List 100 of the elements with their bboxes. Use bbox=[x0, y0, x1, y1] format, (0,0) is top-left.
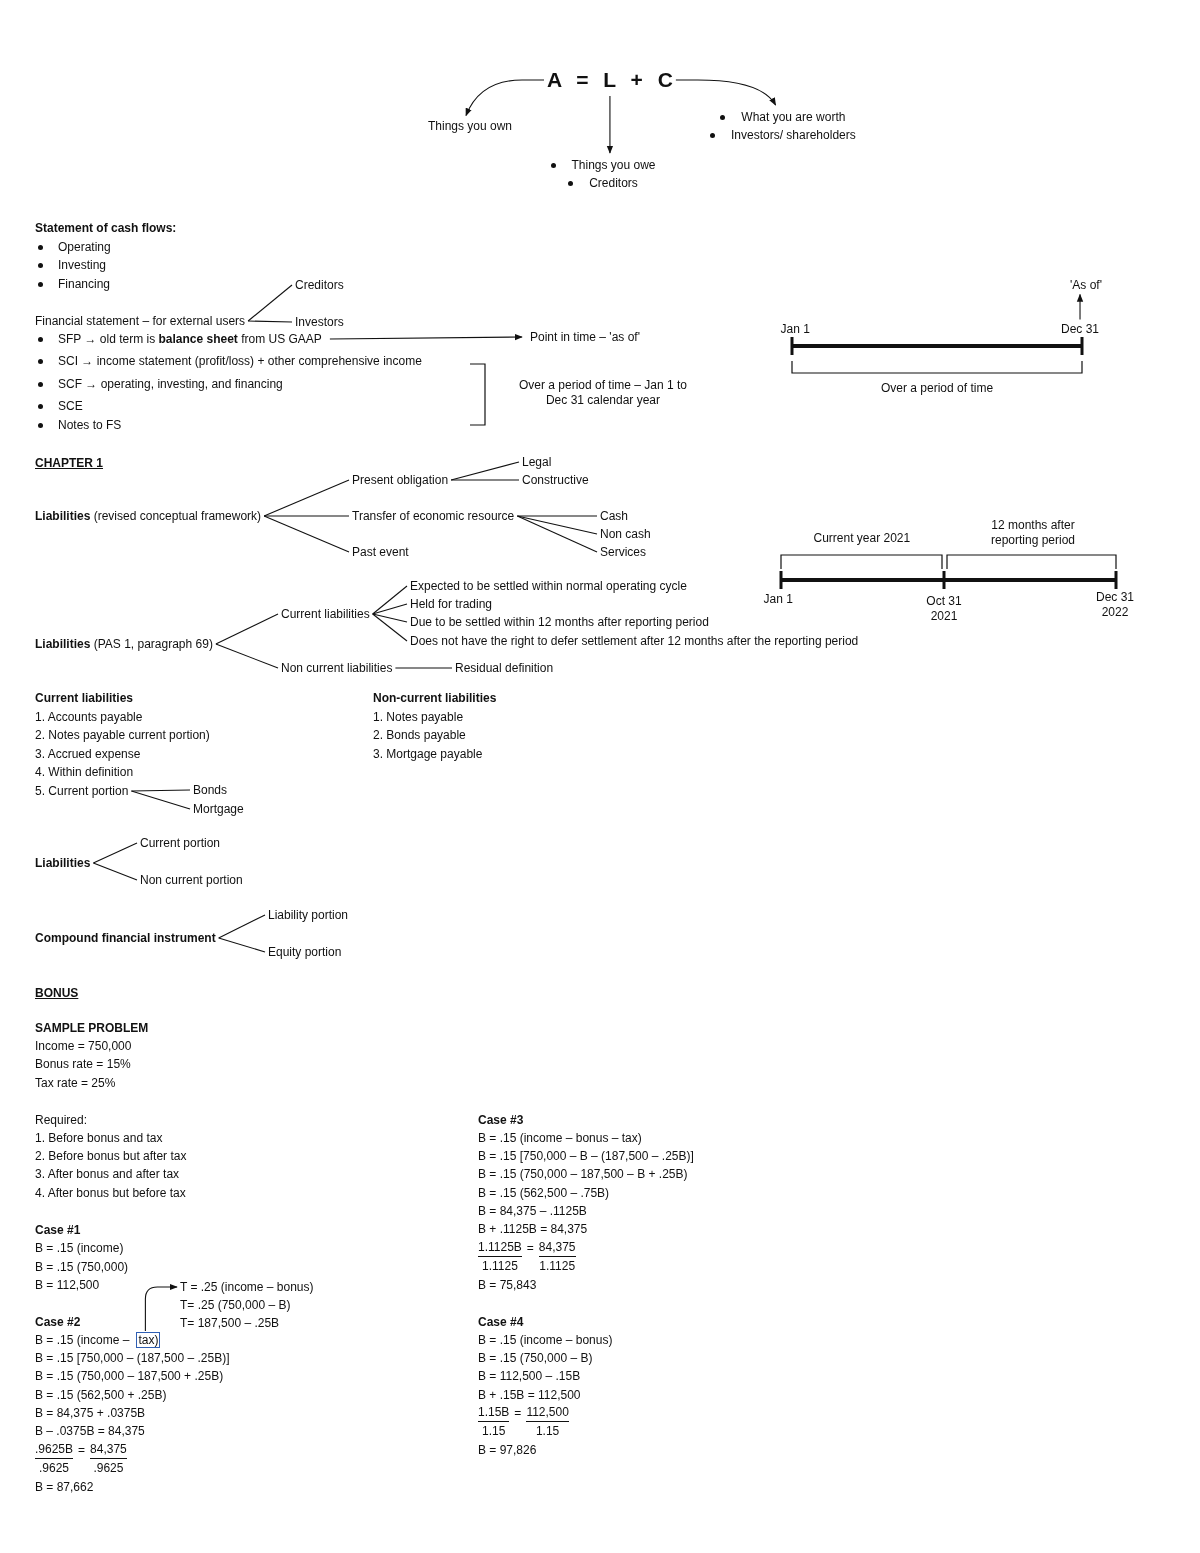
subheading: Case #2 bbox=[35, 1314, 81, 1330]
numerator: 1.15B bbox=[478, 1405, 510, 1422]
list-item: 5. Current portion bbox=[35, 783, 129, 799]
list-item: 3. Accrued expense bbox=[35, 746, 141, 762]
connector-line bbox=[372, 613, 408, 642]
subheading: Case #4 bbox=[478, 1314, 524, 1330]
equation-line: B = .15 (750,000 – B) bbox=[478, 1350, 593, 1366]
arrow bbox=[1076, 293, 1084, 321]
connector-line bbox=[263, 515, 350, 553]
equation-line: B = .15 (income) bbox=[35, 1240, 124, 1256]
note-text: Financial statement – for external users bbox=[35, 313, 246, 329]
list-item: Financing bbox=[58, 276, 111, 292]
subheading: Case #3 bbox=[478, 1112, 524, 1128]
list-item: 3. Mortgage payable bbox=[373, 746, 483, 762]
note-text: Tax rate = 25% bbox=[35, 1075, 116, 1091]
branch-label: Non cash bbox=[600, 526, 651, 542]
numerator: 1.1125B bbox=[478, 1240, 522, 1257]
equation-line: B = 84,375 + .0375B bbox=[35, 1405, 146, 1421]
branch-label: Services bbox=[600, 544, 646, 560]
section-heading: CHAPTER 1 bbox=[35, 455, 103, 471]
connector-line bbox=[130, 789, 191, 792]
list-item: Operating bbox=[58, 239, 111, 255]
connector-line bbox=[215, 613, 279, 645]
branch-label: Legal bbox=[522, 454, 552, 470]
connector-line bbox=[372, 603, 408, 615]
branch-label: Non current portion bbox=[140, 872, 243, 888]
branch-label: Bonds bbox=[193, 782, 228, 798]
equation-line: B = .15 (income – bonus – tax) bbox=[478, 1130, 642, 1146]
equation-line: B = 75,843 bbox=[478, 1277, 537, 1293]
equation-line: B = .15 [750,000 – B – (187,500 – .25B)] bbox=[478, 1148, 694, 1164]
numerator: 84,375 bbox=[90, 1442, 127, 1459]
list-item: SFP → old term is balance sheet from US GAAP bbox=[58, 331, 322, 347]
date-label: Jan 1 bbox=[780, 321, 810, 337]
arrow bbox=[675, 79, 777, 106]
connector-line bbox=[92, 862, 138, 881]
equation-line: B = .15 (750,000 – 187,500 + .25B) bbox=[35, 1368, 224, 1384]
branch-label: Investors bbox=[295, 314, 344, 330]
note-text: Point in time – 'as of' bbox=[530, 329, 640, 345]
branch-label: Expected to be settled within normal operating cycle bbox=[410, 578, 687, 594]
equation-line: B = .15 (750,000) bbox=[35, 1259, 129, 1275]
branch-label: Transfer of economic resource bbox=[352, 508, 515, 524]
numerator: .9625B bbox=[35, 1442, 74, 1459]
branch-label: Constructive bbox=[522, 472, 589, 488]
list-item: 2. Notes payable current portion) bbox=[35, 727, 210, 743]
list-item: SCE bbox=[58, 398, 83, 414]
list-item: What you are worth bbox=[741, 109, 846, 125]
list-item: 2. Bonds payable bbox=[373, 727, 466, 743]
note-text: Over a period of time bbox=[881, 380, 994, 396]
date-label: Oct 31 2021 bbox=[925, 594, 963, 624]
list-item: Investors/ shareholders bbox=[731, 127, 856, 143]
section-heading: Statement of cash flows: bbox=[35, 220, 177, 236]
equals-sign: = bbox=[514, 1406, 522, 1421]
list-item: SCF → operating, investing, and financing bbox=[58, 376, 283, 392]
connector-line bbox=[263, 515, 350, 517]
equals-sign: = bbox=[78, 1443, 86, 1458]
subheading: Case #1 bbox=[35, 1222, 81, 1238]
branch-label: Held for trading bbox=[410, 596, 493, 612]
note-text: Bonus rate = 15% bbox=[35, 1056, 131, 1072]
denominator: .9625 bbox=[39, 1461, 70, 1476]
list-heading: Non-current liabilities bbox=[373, 690, 497, 706]
list-item: 4. Within definition bbox=[35, 764, 134, 780]
section-heading: BONUS bbox=[35, 985, 79, 1001]
equation-text: A = L + C bbox=[547, 67, 673, 93]
branch-label: Mortgage bbox=[193, 801, 244, 817]
arrow bbox=[606, 95, 614, 154]
connector-line bbox=[516, 515, 598, 517]
arrow bbox=[329, 333, 523, 341]
branch-label: Present obligation bbox=[352, 472, 449, 488]
connector-line bbox=[215, 643, 279, 669]
equation-line: B = 84,375 – .1125B bbox=[478, 1203, 587, 1219]
root-label: Liabilities (PAS 1, paragraph 69) bbox=[35, 636, 213, 652]
arrow bbox=[144, 1283, 178, 1332]
note-text: Over a period of time – Jan 1 to Dec 31 calendar year bbox=[517, 378, 689, 408]
equation-line: B = 112,500 bbox=[35, 1277, 100, 1293]
equation-line: B = .15 (562,500 – .75B) bbox=[478, 1185, 610, 1201]
list-item: 1. Notes payable bbox=[373, 709, 464, 725]
connector-line bbox=[450, 479, 520, 481]
list-item: 3. After bonus and after tax bbox=[35, 1166, 180, 1182]
equation-line: B + .1125B = 84,375 bbox=[478, 1221, 588, 1237]
equation-line: B = 97,826 bbox=[478, 1442, 537, 1458]
branch-label: Liability portion bbox=[268, 907, 349, 923]
list-item: 2. Before bonus but after tax bbox=[35, 1148, 187, 1164]
note-text: Income = 750,000 bbox=[35, 1038, 132, 1054]
branch-label: Residual definition bbox=[455, 660, 554, 676]
note-text: Things you own bbox=[428, 118, 513, 134]
equation-line: B = 87,662 bbox=[35, 1479, 94, 1495]
list-heading: Current liabilities bbox=[35, 690, 134, 706]
equation-line: B + .15B = 112,500 bbox=[478, 1387, 581, 1403]
list-item: 1. Before bonus and tax bbox=[35, 1130, 163, 1146]
equals-sign: = bbox=[526, 1241, 534, 1256]
equation-line: B = 112,500 – .15B bbox=[478, 1368, 581, 1384]
connector-line bbox=[218, 937, 266, 953]
note-text: Required: bbox=[35, 1112, 88, 1128]
equation-line: B = .15 (income – bbox=[35, 1332, 130, 1348]
arrow bbox=[465, 79, 545, 117]
connector-line bbox=[263, 479, 350, 517]
equation-line: B = .15 (750,000 – 187,500 – B + .25B) bbox=[478, 1166, 688, 1182]
period-label: 12 months after reporting period bbox=[989, 518, 1077, 548]
root-label: Liabilities (revised conceptual framework) bbox=[35, 508, 262, 524]
connector-line bbox=[372, 613, 408, 623]
